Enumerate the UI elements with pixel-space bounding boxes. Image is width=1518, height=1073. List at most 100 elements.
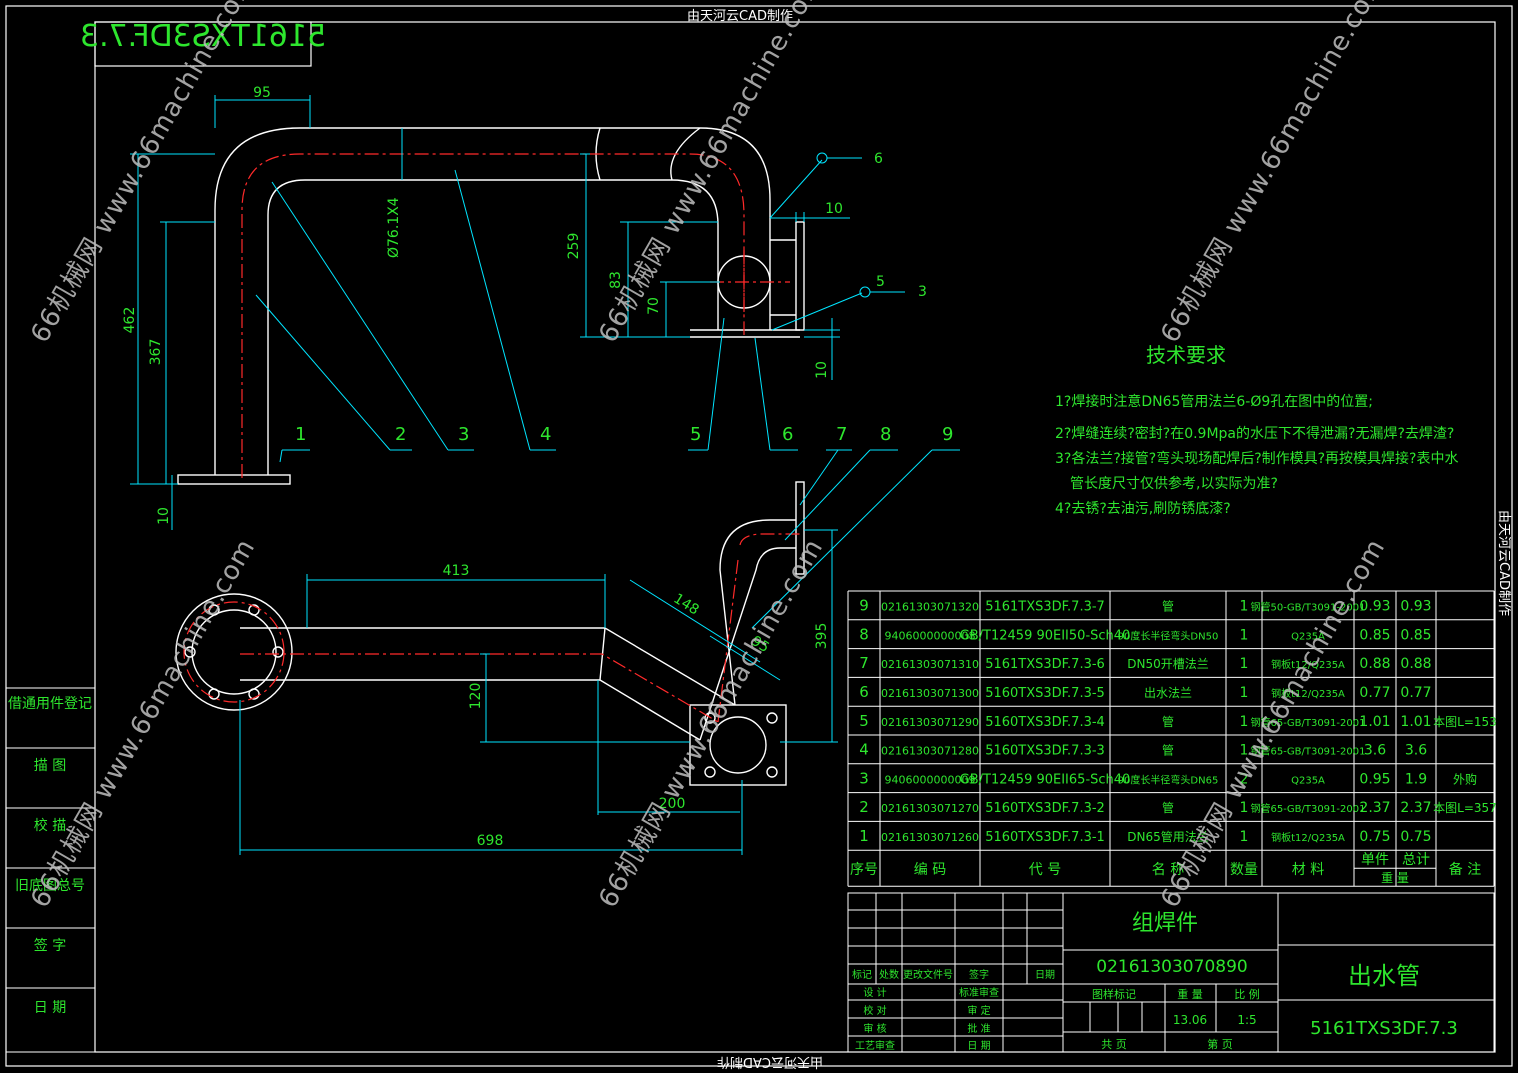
rev-header: 标记 xyxy=(852,969,872,981)
role-label: 审 核 xyxy=(863,1022,886,1035)
tech-line-1: 1?焊接时注意DN65管用法兰6-Ø9孔在图中的位置; xyxy=(1055,393,1373,410)
left-panel-label: 借通用件登记 xyxy=(8,696,92,712)
bom-cell: GB/T12459 90EII65-Sch40 xyxy=(960,772,1131,787)
approval-label: 批 准 xyxy=(967,1022,990,1035)
bom-cell: 0.75 xyxy=(1400,829,1431,845)
weight-value: 13.06 xyxy=(1173,1013,1207,1027)
dim-148: 148 xyxy=(671,591,702,619)
bom-header-cell: 备 注 xyxy=(1449,861,1481,878)
bom-cell: 3 xyxy=(859,769,869,787)
bom-cell: 钢管65-GB/T3091-2001 xyxy=(1251,716,1366,729)
dim-120: 120 xyxy=(468,683,484,710)
bom-cell: 5160TXS3DF.7.3-4 xyxy=(985,715,1105,730)
bom-cell: 2.37 xyxy=(1359,800,1390,816)
dim-395: 395 xyxy=(814,623,830,650)
dim-698: 698 xyxy=(477,833,504,849)
bom-cell: Q235A xyxy=(1291,775,1325,786)
bom-header-cell: 材 料 xyxy=(1292,862,1324,878)
dim-95-top: 95 xyxy=(253,85,271,101)
drawing-number: 5161TXS3DF.7.3 xyxy=(1310,1018,1458,1039)
bottom-pipe-outline xyxy=(175,481,805,786)
title-block-texts: 组焊件 02161303070890 出水管 5161TXS3DF.7.3 标记… xyxy=(852,911,1458,1052)
bom-header-cell: 单件 xyxy=(1361,852,1389,868)
bom-cell: 1.9 xyxy=(1405,771,1427,787)
tech-line-3: 3?各法兰?接管?弯头现场配焊后?制作模具?再按模具焊接?表中水 xyxy=(1055,450,1459,467)
approval-label: 审 定 xyxy=(967,1004,990,1017)
bottom-dimension-lines xyxy=(239,529,838,855)
rev-header: 日期 xyxy=(1035,969,1055,981)
bom-header-cell: 序号 xyxy=(850,862,878,878)
bom-cell: 1.01 xyxy=(1400,714,1431,730)
bom-cell: 0.88 xyxy=(1400,656,1431,672)
bom-cell: 9 xyxy=(859,597,869,615)
bom-cell: 外购 xyxy=(1453,771,1477,786)
tech-line-2: 2?焊缝连续?密封?在0.9Mpa的水压下不得泄漏?无漏焊?去焊渣? xyxy=(1055,425,1454,442)
bom-cell: 2 xyxy=(859,798,869,816)
dim-413: 413 xyxy=(443,563,470,579)
bom-cell: 1 xyxy=(1240,829,1249,845)
bom-cell: 02161303071280 xyxy=(881,745,979,758)
dim-83: 83 xyxy=(608,271,624,289)
bom-cell: 2 xyxy=(1240,771,1249,787)
bom-header-cell: 总计 xyxy=(1402,852,1430,868)
bom-cell: 7 xyxy=(859,654,869,672)
left-panel xyxy=(5,687,96,1053)
bom-cell: 5160TXS3DF.7.3-2 xyxy=(985,801,1105,816)
dim-200: 200 xyxy=(659,796,686,812)
bom-cell: 钢板t12/Q235A xyxy=(1271,658,1345,671)
bom-cell: 1 xyxy=(1240,743,1249,759)
bom-header-cell: 数量 xyxy=(1230,862,1258,878)
role-label: 设 计 xyxy=(863,986,886,999)
balloon-9: 9 xyxy=(942,424,953,445)
bom-cell: DN65管用法兰 xyxy=(1127,829,1209,844)
scale-value: 1:5 xyxy=(1237,1013,1256,1027)
bom-cell: 0.93 xyxy=(1400,599,1431,615)
bom-cell: 管 xyxy=(1162,714,1174,729)
top-leaders xyxy=(255,152,905,463)
total-sheets: 共 页 xyxy=(1101,1038,1127,1051)
header-note: 由天河云CAD制作 xyxy=(687,9,793,24)
left-panel-labels: 借通用件登记 描 图 校 描 旧底图总号 签 字 日 期 xyxy=(8,696,92,1016)
bom-cell: 1 xyxy=(1240,627,1249,643)
footer-note: 由天河云CAD制作 xyxy=(717,1054,823,1069)
balloon-4: 4 xyxy=(540,424,551,445)
bom-cell: 9406000000008 xyxy=(885,629,976,642)
bom-cell: 出水法兰 xyxy=(1144,686,1192,700)
balloon-5: 5 xyxy=(690,424,701,445)
dim-10-r2: 10 xyxy=(814,361,830,379)
bom-cell: 0.95 xyxy=(1359,771,1390,787)
tech-line-4: 管长度尺寸仅供参考,以实际为准? xyxy=(1070,475,1278,492)
bom-weight-label: 重 量 xyxy=(1381,871,1409,885)
bom-header-cell: 编 码 xyxy=(914,862,946,878)
role-label: 工艺审查 xyxy=(855,1039,895,1052)
bom-cell: 0.77 xyxy=(1359,685,1390,701)
dim-70: 70 xyxy=(646,297,662,315)
bom-cell: 本图L=153 xyxy=(1433,715,1497,729)
bom-cell: 4 xyxy=(859,741,869,759)
top-leader-labels: 6 5 3 xyxy=(874,151,927,300)
part-name: 出水管 xyxy=(1348,962,1420,990)
balloon-2: 2 xyxy=(395,424,406,445)
rev-header: 处数 xyxy=(879,968,899,981)
bom-header-cell: 名 称 xyxy=(1152,862,1184,878)
bom-cell: 钢板t12/Q235A xyxy=(1271,687,1345,700)
bom-cell: 本图L=357 xyxy=(1433,801,1497,815)
left-panel-label: 日 期 xyxy=(34,1000,66,1016)
bom-cell: 5 xyxy=(859,712,869,730)
bom-cell: 0.88 xyxy=(1359,656,1390,672)
bottom-centerline xyxy=(183,533,800,723)
balloon-labels: 1 2 3 4 5 6 7 8 9 xyxy=(295,424,953,445)
approval-label: 标准审查 xyxy=(959,986,999,999)
bom-cell: DN50开槽法兰 xyxy=(1127,657,1209,671)
dim-367: 367 xyxy=(148,339,164,366)
sheet-number: 第 页 xyxy=(1207,1037,1233,1051)
dim-462: 462 xyxy=(122,307,138,334)
bom-cell: 2.37 xyxy=(1400,800,1431,816)
dim-10-r1: 10 xyxy=(825,201,843,217)
bom-cell: 1 xyxy=(859,827,869,845)
role-label: 校 对 xyxy=(863,1004,886,1017)
top-view: 95 Ø76.1X4 462 367 10 259 83 70 10 10 xyxy=(122,85,927,530)
leader-label-5: 5 xyxy=(876,274,885,290)
